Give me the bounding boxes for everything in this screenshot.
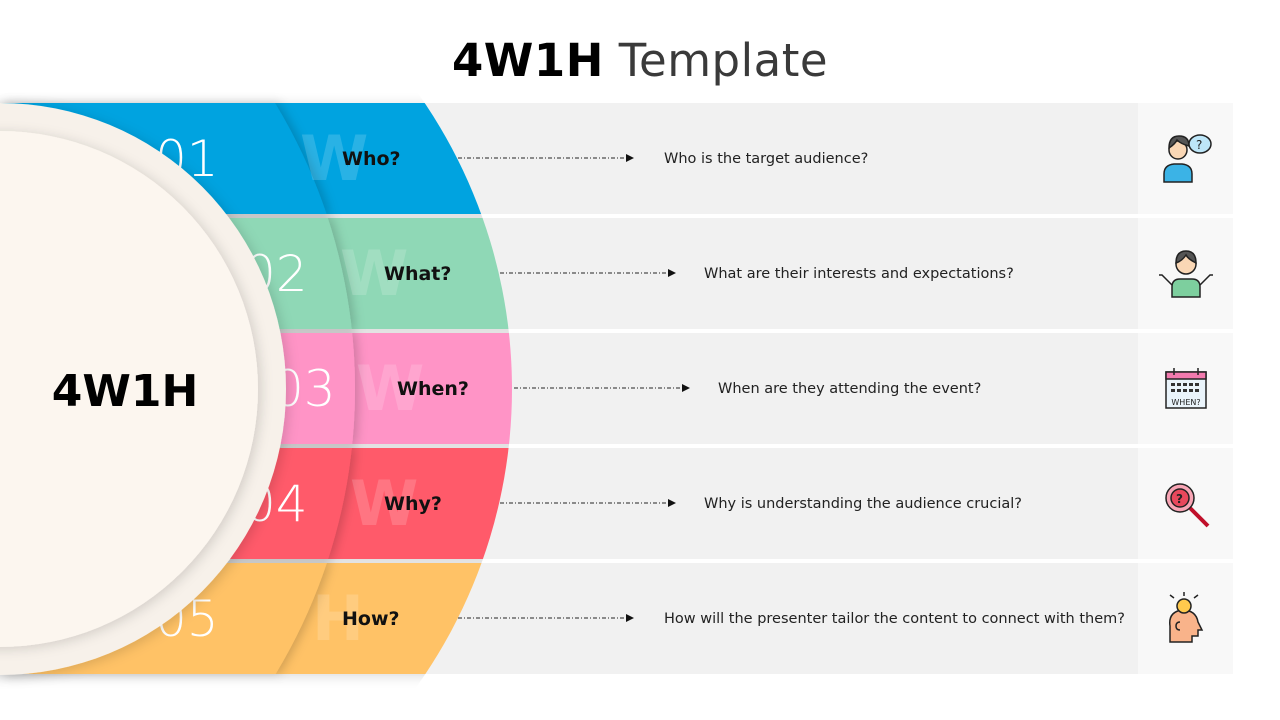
title-light: Template: [618, 34, 829, 87]
description-text: Why is understanding the audience crucia…: [704, 496, 1022, 512]
description-text: When are they attending the event?: [718, 381, 981, 397]
svg-text:?: ?: [1176, 492, 1183, 506]
question-label: Why?: [384, 493, 442, 515]
watermark-letter: W: [300, 122, 368, 195]
center-label: 4W1H: [52, 366, 199, 417]
icon-panel-1: [1138, 103, 1233, 214]
description-text: Who is the target audience?: [664, 151, 868, 167]
question-label: Who?: [342, 148, 401, 170]
title-bold: 4W1H: [451, 34, 604, 87]
question-label: What?: [384, 263, 451, 285]
person-shrug-icon: [1159, 250, 1213, 298]
watermark-letter: W: [350, 467, 418, 540]
watermark-letter: W: [340, 237, 408, 310]
description-text: How will the presenter tailor the conten…: [664, 611, 1125, 627]
center-circle: [0, 131, 258, 647]
question-label: How?: [342, 608, 400, 630]
svg-text:?: ?: [1196, 138, 1202, 152]
connector-arrows: [458, 154, 690, 622]
watermark-letter: W: [356, 352, 424, 425]
head-lightbulb-icon: [1169, 592, 1204, 643]
person-question-icon: ?: [1163, 134, 1212, 183]
watermark-letter: H: [312, 582, 364, 655]
description-text: What are their interests and expectation…: [704, 266, 1014, 282]
calendar-when-icon: WHEN?: [1165, 368, 1207, 409]
magnifier-question-icon: ?: [1165, 483, 1210, 528]
question-label: When?: [397, 378, 469, 400]
svg-text:WHEN?: WHEN?: [1171, 398, 1200, 407]
page-title: 4W1H Template: [0, 34, 1280, 87]
